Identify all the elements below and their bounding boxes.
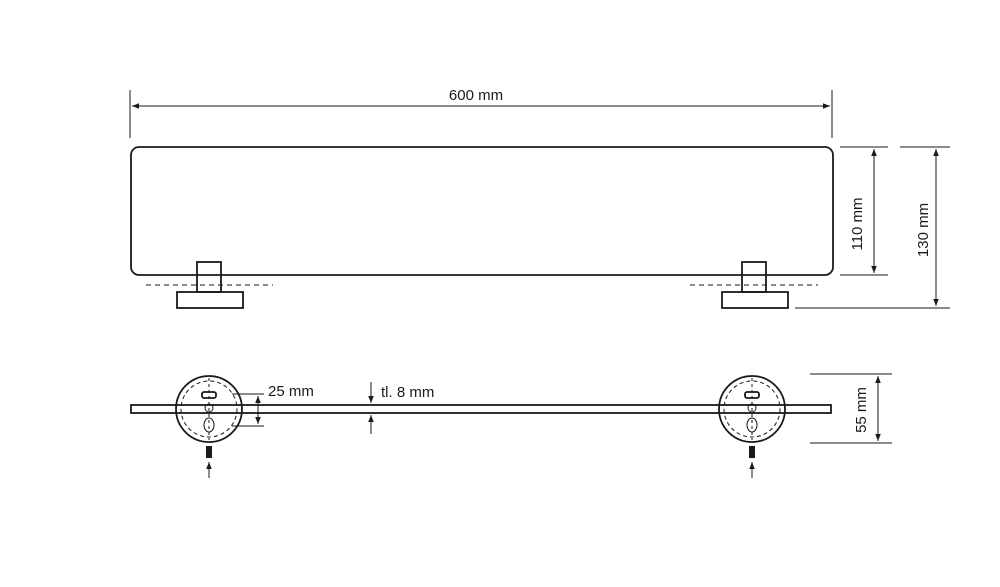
glass-panel-front xyxy=(130,146,834,276)
depth-label: 55 mm xyxy=(853,387,870,433)
glass-panel-top xyxy=(130,404,832,414)
width-label: 600 mm xyxy=(449,87,503,104)
front-view: 600 mm 110 mm 130 mm xyxy=(129,87,950,309)
bracket-diameter-dimension: 25 mm xyxy=(232,383,314,427)
left-bracket-top xyxy=(175,375,243,478)
top-view: 25 mm tl. 8 mm 55 mm xyxy=(130,373,892,478)
left-bracket-front xyxy=(146,261,273,309)
shelf-height-dimension: 110 mm xyxy=(840,146,888,276)
right-bracket-front xyxy=(690,261,818,309)
total-height-dimension: 130 mm xyxy=(795,146,950,309)
depth-dimension: 55 mm xyxy=(810,373,892,444)
bracket-diameter-label: 25 mm xyxy=(268,383,314,400)
right-bracket-top xyxy=(718,375,786,478)
width-dimension: 600 mm xyxy=(129,87,833,138)
thickness-dimension: tl. 8 mm xyxy=(368,382,434,434)
thickness-label: tl. 8 mm xyxy=(381,384,434,401)
shelf-height-label: 110 mm xyxy=(849,197,866,250)
total-height-label: 130 mm xyxy=(915,203,932,257)
